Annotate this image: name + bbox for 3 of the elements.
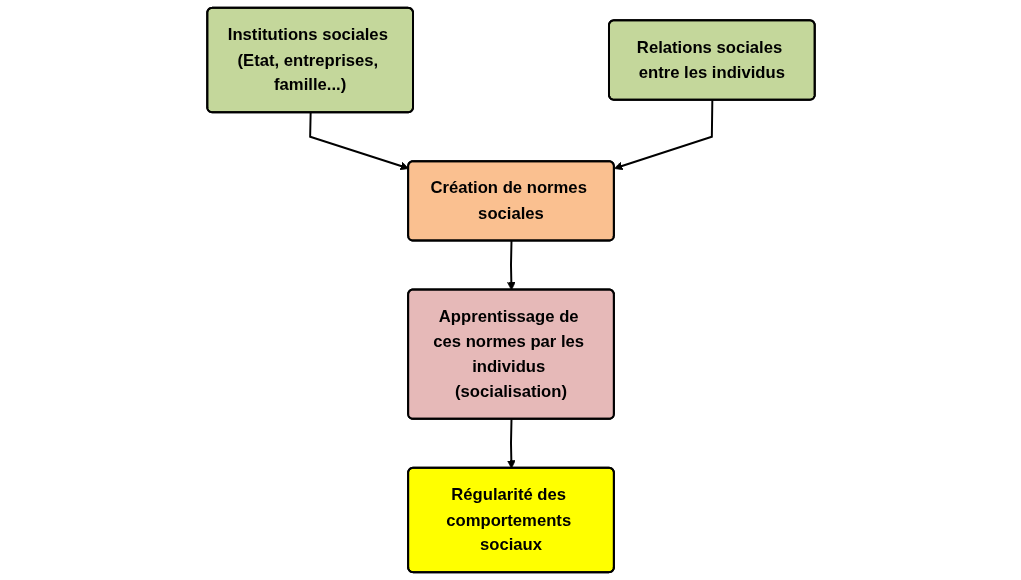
arrow: [506, 240, 516, 291]
arrow: [613, 99, 713, 171]
arrow: [506, 418, 516, 469]
